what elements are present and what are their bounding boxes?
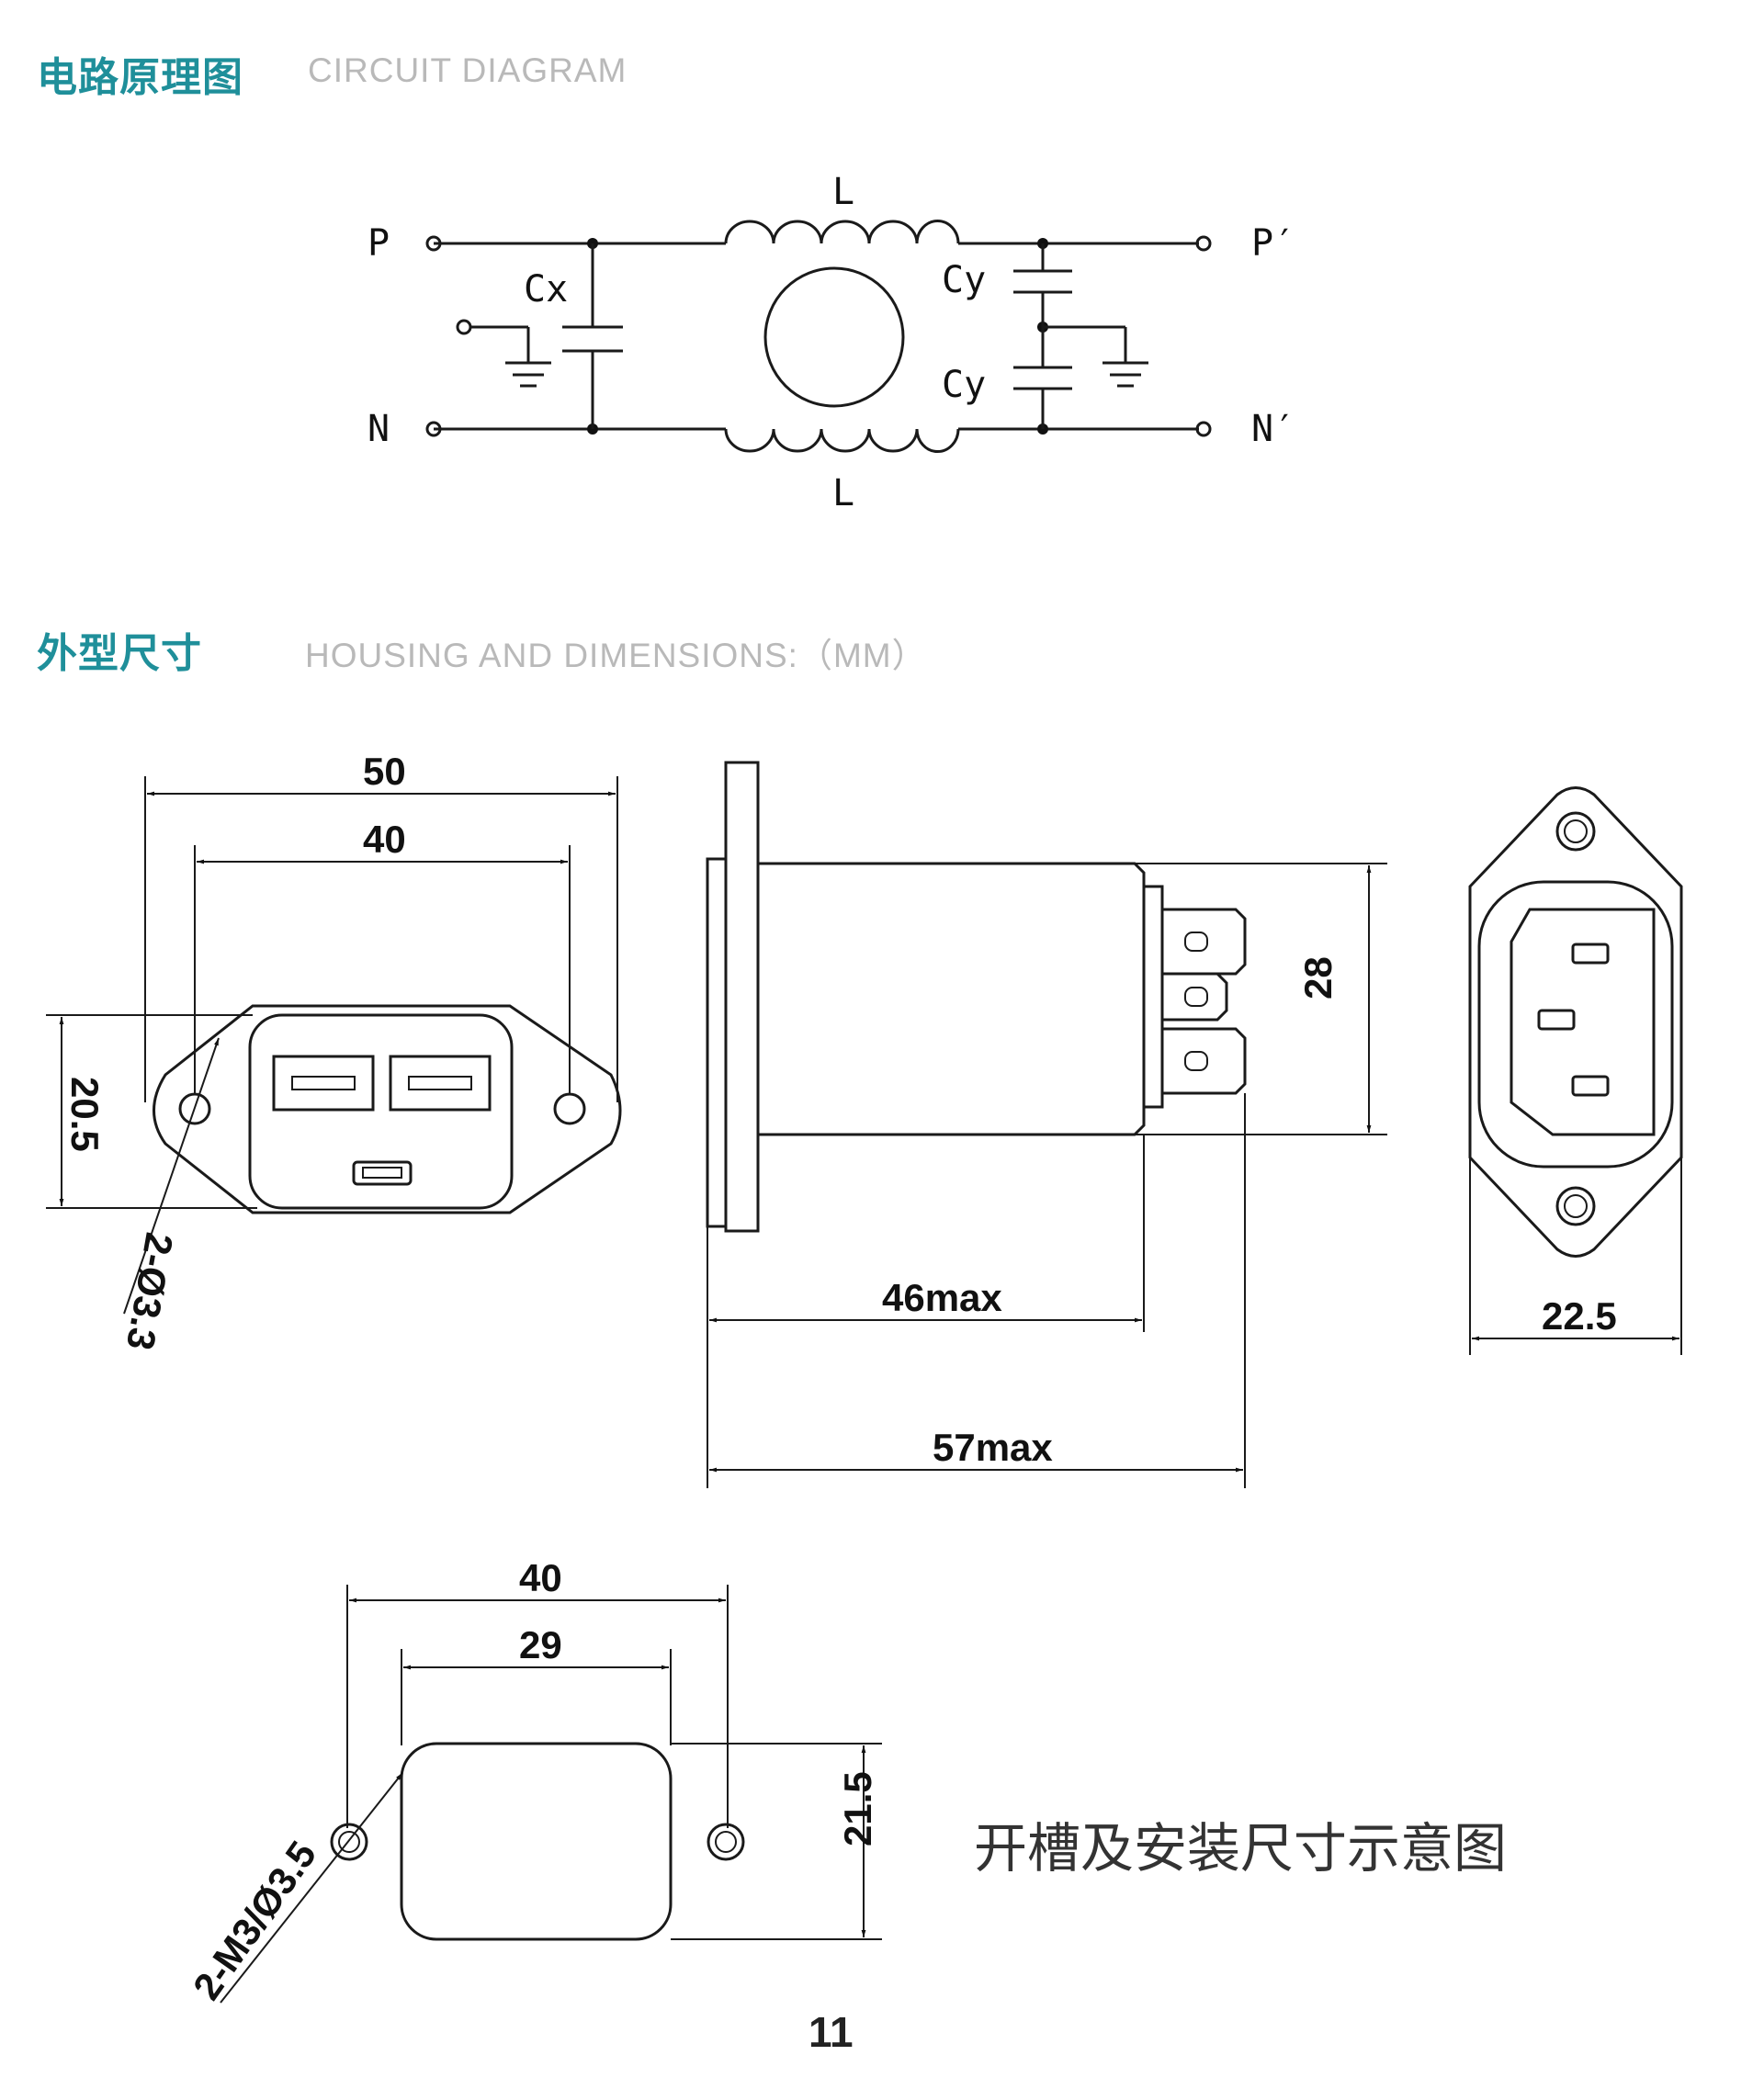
ground-terminal — [456, 319, 472, 335]
cutout-view: 40 29 21.5 2-M3/Ø3.5 — [185, 1556, 882, 2007]
label-n-out: N′ — [1251, 408, 1295, 450]
terminal-n-out — [1195, 421, 1212, 437]
label-n: N — [368, 408, 390, 450]
circuit-title-en: CIRCUIT DIAGRAM — [308, 51, 628, 89]
label-p: P — [368, 222, 390, 265]
dim-front-width-holes: 40 — [363, 818, 406, 861]
label-l-bottom: L — [832, 472, 854, 514]
terminal-p-out — [1195, 235, 1212, 252]
dim-cutout-width: 29 — [519, 1623, 562, 1666]
dim-side-total-length: 57max — [933, 1426, 1053, 1469]
dim-side-height: 28 — [1296, 956, 1340, 999]
rear-view: 22.5 — [1468, 786, 1683, 1355]
side-view: 28 46max 57max — [706, 761, 1387, 1488]
housing-title-en: HOUSING AND DIMENSIONS:（MM） — [305, 637, 927, 674]
circuit-title-zh: 电路原理图 — [37, 54, 243, 101]
front-view: 50 40 20.5 2-Ø3.3 — [46, 750, 622, 1353]
dim-cutout-hole-spacing: 40 — [519, 1556, 562, 1599]
label-cx: Cx — [524, 268, 568, 311]
inductor-top — [724, 220, 960, 244]
core-circle — [763, 266, 905, 408]
terminal-n — [425, 421, 442, 437]
inductor-bottom — [724, 428, 960, 453]
label-p-out: P′ — [1251, 222, 1295, 265]
circuit-diagram: P N P′ N′ L L Cx Cy Cy — [368, 171, 1295, 514]
dim-rear-width: 22.5 — [1542, 1294, 1617, 1338]
dim-front-width-outer: 50 — [363, 750, 406, 793]
cutout-caption: 开槽及安装尺寸示意图 — [974, 1817, 1508, 1880]
label-cy-top: Cy — [942, 259, 986, 301]
housing-title-zh: 外型尺寸 — [37, 630, 202, 677]
terminal-p — [425, 235, 442, 252]
dim-cutout-height: 21.5 — [836, 1771, 879, 1846]
housing-section-header: 外型尺寸 HOUSING AND DIMENSIONS:（MM） — [0, 620, 1764, 684]
label-cy-bottom: Cy — [942, 364, 986, 406]
dim-cutout-holes: 2-M3/Ø3.5 — [185, 1834, 324, 2007]
page-number: 11 — [808, 2008, 854, 2056]
dim-side-body-length: 46max — [882, 1276, 1002, 1319]
dim-front-height: 20.5 — [63, 1077, 107, 1152]
circuit-section-header: 电路原理图 CIRCUIT DIAGRAM — [0, 44, 1764, 108]
dim-front-holes: 2-Ø3.3 — [119, 1229, 182, 1353]
label-l-top: L — [832, 171, 854, 213]
